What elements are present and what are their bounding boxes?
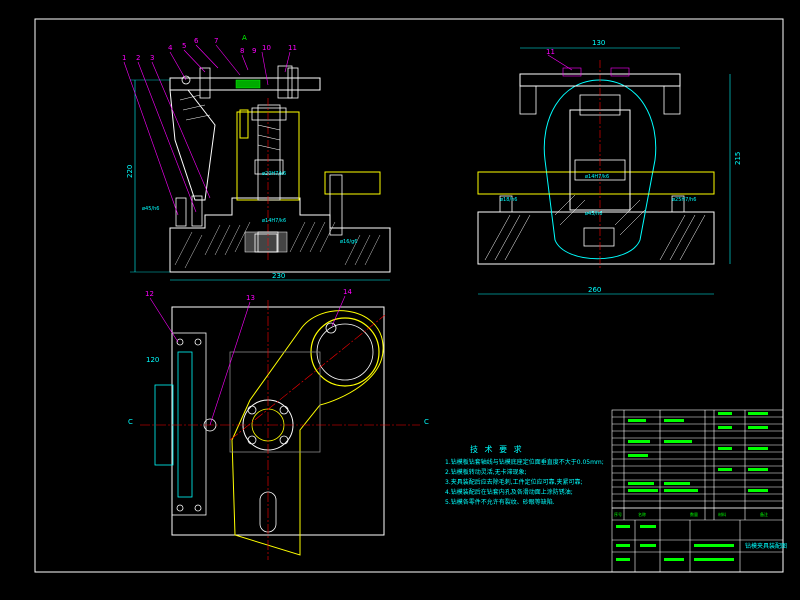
side-fit-4: ø25H7/h6 bbox=[672, 197, 696, 203]
part-no-13: 13 bbox=[246, 294, 255, 302]
view-mark-a: A bbox=[242, 34, 247, 42]
base-insert bbox=[244, 231, 288, 253]
side-arm bbox=[477, 171, 715, 195]
drawing-name: 钻模夹具装配图 bbox=[745, 542, 787, 550]
side-fit-2: ø14H7/k6 bbox=[585, 174, 609, 180]
side-dim-base: 260 bbox=[588, 286, 601, 294]
top-section-mark-right: C bbox=[424, 418, 429, 426]
part-no-11-side: 11 bbox=[546, 48, 555, 56]
tech-req-title: 技 术 要 求 bbox=[470, 444, 524, 454]
tech-req-3: 3.夹具装配后应去除毛刺,工件定位应可靠,夹紧可靠; bbox=[445, 478, 583, 486]
side-view: 11 130 215 260 ø45/h6 ø14H7/k6 ø18/h6 ø2… bbox=[477, 39, 742, 295]
drill-plate bbox=[169, 77, 321, 91]
title-block bbox=[611, 507, 784, 573]
side-fit-3: ø18/h6 bbox=[500, 197, 517, 203]
drawing-frame bbox=[34, 18, 784, 573]
technical-requirements: 技 术 要 求 1.钻模板钻套轴线与钻模底座定位面垂直度不大于0.05mm; 2… bbox=[445, 444, 604, 506]
base-plate bbox=[169, 197, 391, 273]
bom-header-qty: 数量 bbox=[690, 511, 698, 517]
part-no-2: 2 bbox=[136, 54, 140, 62]
bom-table bbox=[611, 409, 784, 520]
part-no-9: 9 bbox=[252, 47, 256, 55]
workpiece-outline bbox=[543, 79, 657, 260]
fit-45h6: ø45/h6 bbox=[142, 206, 159, 212]
side-fit-1: ø45/h6 bbox=[585, 211, 602, 217]
top-arm bbox=[231, 310, 384, 556]
side-dim-top: 130 bbox=[592, 39, 605, 47]
top-section-mark-left: C bbox=[128, 418, 133, 426]
part-no-6: 6 bbox=[194, 37, 199, 45]
part-no-11: 11 bbox=[288, 44, 297, 52]
bom-header-no: 序号 bbox=[614, 511, 622, 517]
title-block-marks bbox=[616, 525, 734, 561]
dim-height: 220 bbox=[126, 165, 134, 178]
bom-header-note: 备注 bbox=[760, 511, 768, 517]
part-no-7: 7 bbox=[214, 37, 218, 45]
part-no-4: 4 bbox=[168, 44, 173, 52]
fit-14h7: ø14H7/k6 bbox=[262, 218, 286, 224]
top-dim-side: 120 bbox=[146, 356, 159, 364]
bom-header-material: 材料 bbox=[718, 511, 726, 517]
part-no-10: 10 bbox=[262, 44, 271, 52]
part-no-12: 12 bbox=[145, 290, 154, 298]
part-no-1: 1 bbox=[122, 54, 126, 62]
tech-req-1: 1.钻模板钻套轴线与钻模底座定位面垂直度不大于0.05mm; bbox=[445, 458, 604, 466]
part-no-3: 3 bbox=[150, 54, 154, 62]
top-view: 12 13 14 120 C C bbox=[128, 288, 429, 560]
drill-bit bbox=[239, 109, 249, 139]
tech-req-2: 2.钻模板转动灵活,无卡滞现象; bbox=[445, 468, 527, 476]
bom-cell-marks bbox=[628, 412, 768, 492]
tech-req-4: 4.钻模装配后在钻套内孔及各滑动面上涂防锈油; bbox=[445, 488, 573, 496]
fit-20h7: ø20H7/k6 bbox=[262, 171, 286, 177]
fit-16g6: ø16/g6 bbox=[340, 239, 357, 245]
side-base bbox=[477, 211, 715, 265]
side-dim-height: 215 bbox=[734, 152, 742, 165]
bom-header-name: 名称 bbox=[638, 511, 646, 517]
part-no-8: 8 bbox=[240, 47, 244, 55]
side-top-bar bbox=[519, 73, 681, 87]
dim-width: 230 bbox=[272, 272, 285, 280]
part-no-14: 14 bbox=[343, 288, 352, 296]
front-view: 1 2 3 4 5 6 7 8 9 10 11 A 220 230 ø45/h6… bbox=[122, 34, 391, 281]
tech-req-5: 5.钻模各零件不允许有裂纹、砂眼等缺陷. bbox=[445, 498, 555, 506]
part-no-5: 5 bbox=[182, 42, 186, 50]
